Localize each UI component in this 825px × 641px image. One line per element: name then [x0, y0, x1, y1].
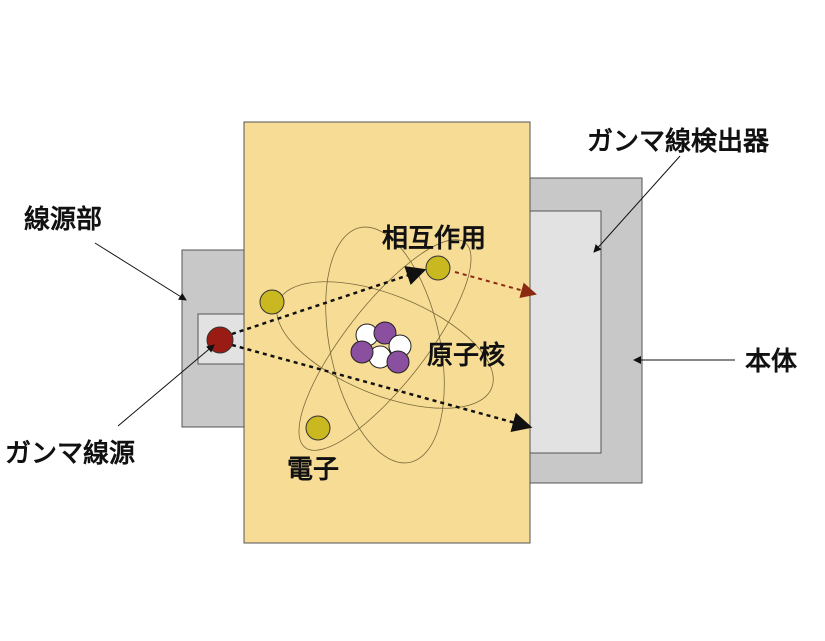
electron [305, 415, 331, 441]
gamma-ray-scattered [454, 271, 537, 299]
label-electron: 電子 [287, 455, 339, 485]
electron-interacting [425, 255, 451, 281]
detector [527, 210, 602, 454]
leader-source-housing [94, 242, 187, 301]
label-interaction: 相互作用 [382, 224, 486, 254]
gamma-ray-transmitted [231, 343, 533, 432]
label-source-housing: 線源部 [24, 204, 102, 235]
leader-detector [593, 155, 681, 253]
electron [259, 289, 285, 315]
gamma-ray-to-electron [231, 266, 427, 336]
label-nucleus: 原子核 [427, 340, 505, 371]
gamma-source [206, 326, 234, 354]
leader-gamma-source [117, 344, 215, 427]
label-body: 本体 [745, 347, 798, 377]
label-gamma-source: ガンマ線源 [5, 438, 135, 469]
nucleus [350, 321, 412, 374]
label-detector: ガンマ線検出器 [587, 126, 770, 157]
